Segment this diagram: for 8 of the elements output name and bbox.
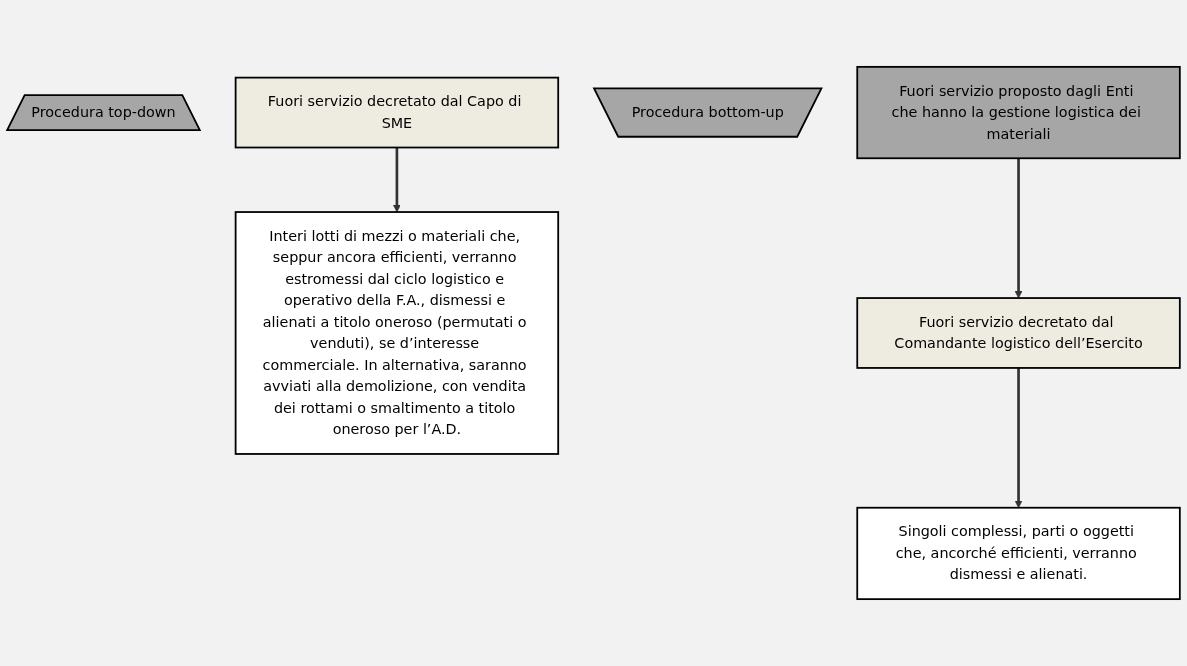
arrow [1014,367,1023,509]
arrow [1014,158,1023,299]
node-box: Fuori servizio decretato dal Capo di SME [234,76,560,149]
node-box: Interi lotti di mezzi o materiali che, seppur ancora efficienti, verranno estromessi dal ciclo logistico e operativo della F.A., dismessi e alienati a titolo oneroso (permutati o venduti), se d’interesse commerciale. In alternativa, saranno avviati alla demolizione, con vendita dei rottami o smaltimento a titolo oneroso per l’A.D. [234,211,560,455]
node-box: Fuori servizio proposto dagli Enti che hanno la gestione logistica dei materiali [856,65,1181,160]
node-box: Fuori servizio decretato dal Comandante logistico dell’Esercito [856,297,1181,369]
node-box: Singoli complessi, parti o oggetti che, ancorché efficienti, verranno dismessi e alienati. [856,506,1181,601]
arrow [392,147,401,213]
